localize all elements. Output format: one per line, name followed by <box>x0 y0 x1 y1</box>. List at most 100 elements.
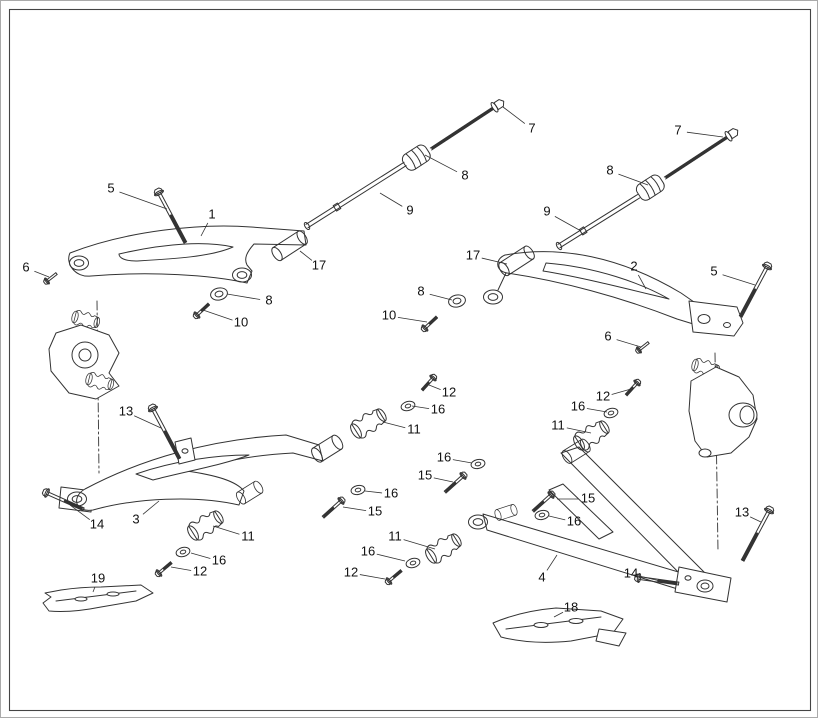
callout-label-13: 13 <box>735 504 749 519</box>
shock-shaft-left <box>302 95 509 231</box>
leader-line-7 <box>686 131 724 138</box>
leader-line-12 <box>611 388 632 395</box>
bolt-15-center-b <box>318 493 349 522</box>
washer-8-right <box>446 292 468 310</box>
callout-label-8: 8 <box>265 292 272 307</box>
bushing-11-lower-left <box>183 506 228 545</box>
washer-16-center-a <box>469 457 487 471</box>
callout-label-15: 15 <box>418 467 432 482</box>
callout-label-2: 2 <box>630 258 637 273</box>
callout-label-6: 6 <box>604 328 611 343</box>
knuckle-left <box>48 300 120 474</box>
callout-label-8: 8 <box>417 283 424 298</box>
upper-a-arm-left <box>68 225 310 284</box>
leader-line-15 <box>433 477 454 483</box>
leader-line-9 <box>554 216 582 232</box>
callout-label-3: 3 <box>132 511 139 526</box>
knuckle-right <box>688 352 758 552</box>
washer-8-left <box>208 285 230 303</box>
leader-line-16 <box>411 405 430 410</box>
washer-16-center-b <box>349 483 367 497</box>
leader-line-7 <box>502 106 526 124</box>
leader-line-16 <box>190 552 211 559</box>
leader-line-15 <box>342 506 367 512</box>
skid-plate-18 <box>492 607 627 647</box>
bolt-10-right <box>418 312 441 335</box>
leader-line-18 <box>553 611 564 618</box>
upper-a-arm-right <box>483 243 744 337</box>
callout-label-19: 19 <box>91 570 105 585</box>
callout-label-17: 17 <box>466 247 480 262</box>
leader-line-6 <box>616 339 642 348</box>
callout-label-9: 9 <box>406 202 413 217</box>
leader-line-16 <box>548 515 566 521</box>
bolt-15-center-a <box>440 468 471 497</box>
callout-label-15: 15 <box>368 503 382 518</box>
bolt-10-left <box>190 299 213 322</box>
callout-label-12: 12 <box>344 564 358 579</box>
callout-label-5: 5 <box>710 263 717 278</box>
callout-label-10: 10 <box>382 307 396 322</box>
bolt-6-left <box>41 270 60 287</box>
callout-label-7: 7 <box>674 122 681 137</box>
callout-label-1: 1 <box>208 206 215 221</box>
leader-line-16 <box>452 459 473 464</box>
leader-line-11 <box>403 539 436 550</box>
callout-label-14: 14 <box>90 516 104 531</box>
leader-line-14 <box>69 504 91 520</box>
lower-a-arm-left <box>58 432 346 513</box>
leader-line-16 <box>364 490 383 494</box>
bushing-11-upper-left <box>346 404 391 443</box>
leader-line-8 <box>226 293 261 300</box>
leader-line-2 <box>637 274 647 290</box>
leader-line-8 <box>618 173 649 186</box>
callout-label-4: 4 <box>538 569 545 584</box>
leader-line-10 <box>397 317 428 323</box>
leader-line-16 <box>586 408 608 413</box>
leader-line-17 <box>299 250 313 261</box>
washer-16-lower-right <box>404 556 422 570</box>
callout-label-17: 17 <box>312 257 326 272</box>
callout-label-15: 15 <box>581 490 595 505</box>
callout-label-5: 5 <box>107 180 114 195</box>
bolt-12-lower-left <box>152 558 176 580</box>
leader-line-13 <box>134 415 162 429</box>
leader-line-8 <box>429 293 453 301</box>
washer-16-lower-left <box>174 545 192 559</box>
bolt-6-right <box>633 339 652 356</box>
callout-label-18: 18 <box>564 599 578 614</box>
leader-line-5 <box>722 274 756 286</box>
callout-label-11: 11 <box>407 421 421 436</box>
bolt-12-upper-right <box>621 376 644 400</box>
leader-line-3 <box>142 500 160 515</box>
callout-label-9: 9 <box>543 203 550 218</box>
shock-shaft-right <box>554 124 743 251</box>
leader-line-8 <box>424 154 458 173</box>
bolt-7-left <box>426 95 509 156</box>
callout-label-11: 11 <box>388 528 402 543</box>
bolt-12-upper-left <box>417 371 440 395</box>
leader-line-12 <box>428 384 441 391</box>
page-border <box>8 8 812 712</box>
callout-label-16: 16 <box>361 543 375 558</box>
washer-16-center-c <box>533 508 551 522</box>
callout-label-16: 16 <box>431 401 445 416</box>
leader-line-12 <box>170 566 192 571</box>
leader-line-17 <box>481 257 508 265</box>
callout-label-8: 8 <box>461 167 468 182</box>
leader-line-5 <box>119 191 168 210</box>
leader-line-4 <box>546 554 558 571</box>
leader-line-9 <box>379 192 403 207</box>
callout-label-12: 12 <box>442 384 456 399</box>
callout-label-13: 13 <box>119 403 133 418</box>
washer-16-upper-right <box>602 406 620 420</box>
callout-label-16: 16 <box>571 398 585 413</box>
leader-line-16 <box>376 553 406 562</box>
leader-line-10 <box>202 309 233 321</box>
leader-line-11 <box>382 421 406 429</box>
bolt-12-lower-right <box>382 566 406 588</box>
leader-line-11 <box>566 427 592 434</box>
